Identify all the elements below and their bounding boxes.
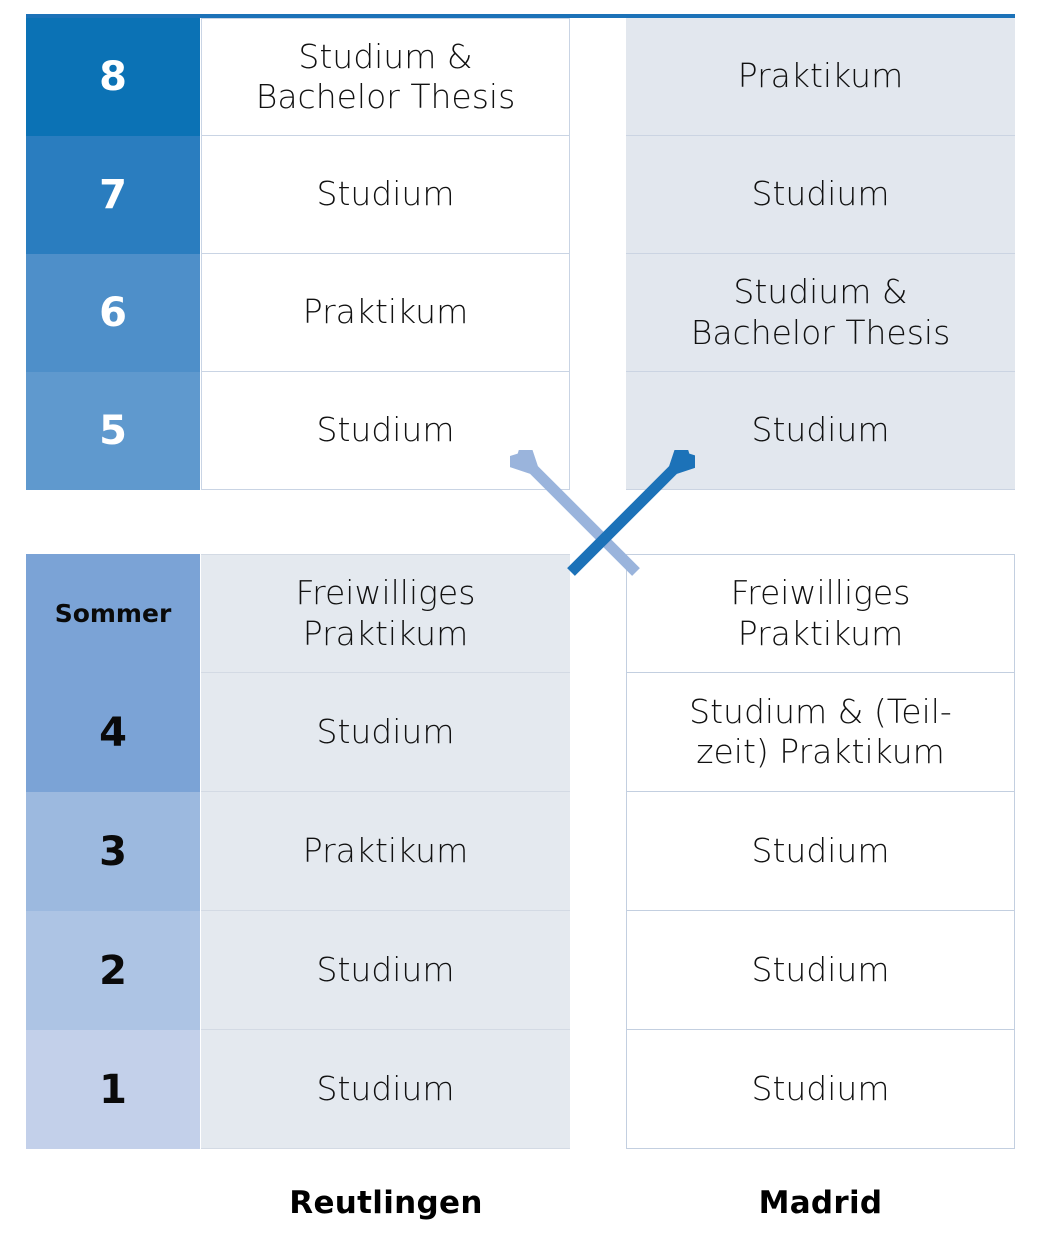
semester-content-cell: Studium	[626, 792, 1015, 911]
footer-label-reutlingen: Reutlingen	[289, 1185, 483, 1221]
semester-number-label: 2	[99, 947, 127, 994]
table-row: 7 Studium	[26, 136, 570, 254]
table-row: Studium	[626, 1030, 1015, 1149]
semester-content-cell: Studium	[626, 1030, 1015, 1149]
top-accent-rule	[26, 14, 1015, 18]
semester-number-label: Sommer	[54, 599, 172, 628]
semester-number-cell: 2	[26, 911, 200, 1030]
semester-content-cell: Studium &Bachelor Thesis	[626, 254, 1015, 372]
semester-content-cell: Studium	[201, 911, 570, 1030]
top-right-table-madrid: Praktikum Studium Studium &Bachelor Thes…	[626, 18, 1015, 490]
semester-content-cell: Praktikum	[626, 18, 1015, 136]
table-row: 1 Studium	[26, 1030, 570, 1149]
table-row: 2 Studium	[26, 911, 570, 1030]
table-row: 3 Praktikum	[26, 792, 570, 911]
semester-number-label: 7	[99, 172, 127, 218]
semester-number-label: 5	[99, 408, 127, 454]
table-row: 8 Studium &Bachelor Thesis	[26, 18, 570, 136]
table-row: Studium	[626, 372, 1015, 490]
table-row: Studium	[626, 136, 1015, 254]
semester-content-cell: Praktikum	[201, 254, 570, 372]
semester-number-label: 1	[99, 1066, 127, 1113]
semester-number-cell: 6	[26, 254, 200, 372]
semester-content-cell: Studium	[626, 372, 1015, 490]
semester-content-cell: Studium	[201, 372, 570, 490]
semester-number-label: 8	[99, 54, 127, 100]
semester-number-cell: 7	[26, 136, 200, 254]
table-row: 6 Praktikum	[26, 254, 570, 372]
semester-number-cell: 5	[26, 372, 200, 490]
semester-number-cell: Sommer	[26, 554, 200, 673]
footer-label-madrid: Madrid	[758, 1185, 883, 1221]
semester-content-cell: Studium &Bachelor Thesis	[201, 18, 570, 136]
top-left-table-reutlingen: 8 Studium &Bachelor Thesis 7 Studium 6 P…	[26, 18, 570, 490]
semester-content-cell: Studium	[201, 1030, 570, 1149]
semester-number-cell: 4	[26, 673, 200, 792]
semester-content-cell: Studium	[626, 911, 1015, 1030]
table-row: Studium &Bachelor Thesis	[626, 254, 1015, 372]
semester-number-label: 3	[99, 828, 127, 875]
table-row: Studium	[626, 911, 1015, 1030]
table-row: 5 Studium	[26, 372, 570, 490]
table-row: Praktikum	[626, 18, 1015, 136]
table-row: 4 Studium	[26, 673, 570, 792]
semester-content-cell: Studium	[626, 136, 1015, 254]
semester-number-cell: 3	[26, 792, 200, 911]
semester-number-label: 6	[99, 290, 127, 336]
semester-content-cell: Studium & (Teil-zeit) Praktikum	[626, 673, 1015, 792]
table-row: Studium	[626, 792, 1015, 911]
semester-number-cell: 1	[26, 1030, 200, 1149]
semester-number-label: 4	[99, 709, 127, 756]
semester-number-cell: 8	[26, 18, 200, 136]
semester-content-cell: Studium	[201, 673, 570, 792]
table-row: Studium & (Teil-zeit) Praktikum	[626, 673, 1015, 792]
semester-content-cell: Studium	[201, 136, 570, 254]
semester-content-cell: Praktikum	[201, 792, 570, 911]
